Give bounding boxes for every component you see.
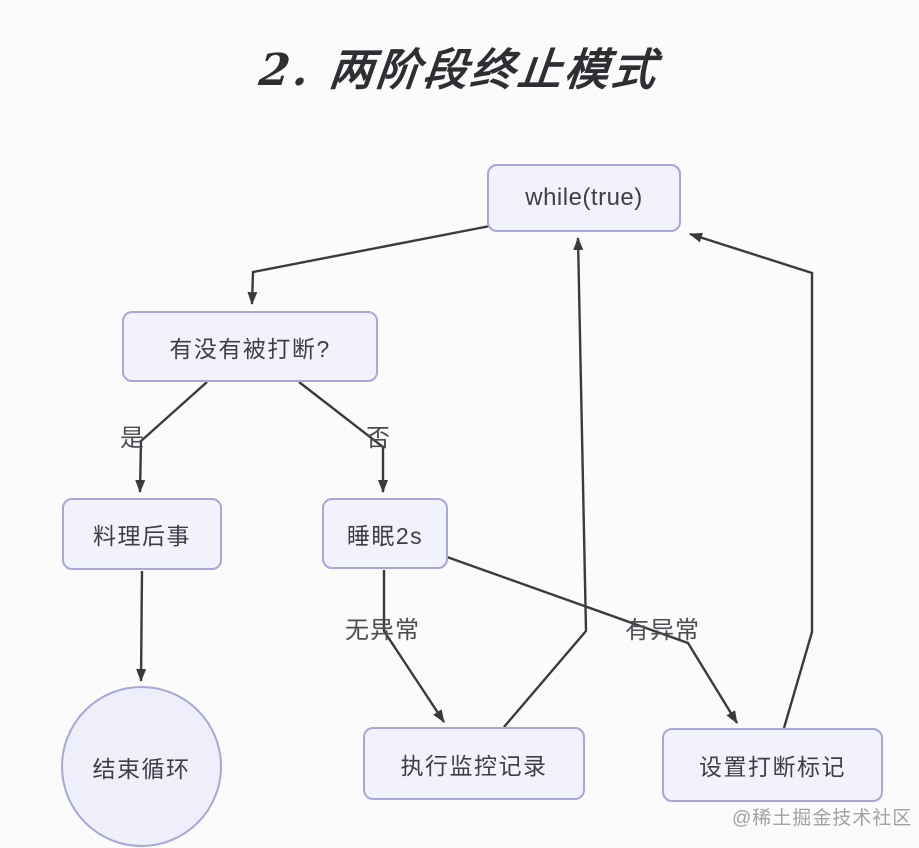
- edge-aftermath-to-endloop: [136, 570, 147, 682]
- node-while-true: while(true): [487, 164, 681, 232]
- node-handle-aftermath: 料理后事: [62, 498, 222, 570]
- edge-label-no: 否: [366, 425, 391, 452]
- diagram-title: 2. 两阶段终止模式: [256, 45, 662, 96]
- node-sleep-2s: 睡眠2s: [322, 498, 448, 569]
- edge-sleep-to-setflag: [446, 555, 739, 724]
- edge-interrupted-to-aftermath: [135, 381, 208, 493]
- watermark-text: @稀土掘金技术社区: [732, 808, 913, 829]
- edge-monitor-to-while: [503, 237, 588, 728]
- edge-label-yes: 是: [120, 425, 145, 452]
- edge-sleep-to-monitor: [382, 570, 446, 723]
- edge-label-no-exception: 无异常: [345, 617, 420, 644]
- edge-while-to-interrupted: [247, 224, 491, 305]
- edge-label-has-exception: 有异常: [625, 617, 700, 644]
- edge-interrupted-to-sleep: [298, 381, 388, 493]
- node-interrupted-check: 有没有被打断?: [122, 311, 378, 382]
- edge-setflag-to-while: [689, 232, 814, 729]
- node-set-interrupt-flag: 设置打断标记: [662, 728, 883, 802]
- node-monitor-record: 执行监控记录: [363, 727, 585, 800]
- node-end-loop: 结束循环: [61, 686, 222, 847]
